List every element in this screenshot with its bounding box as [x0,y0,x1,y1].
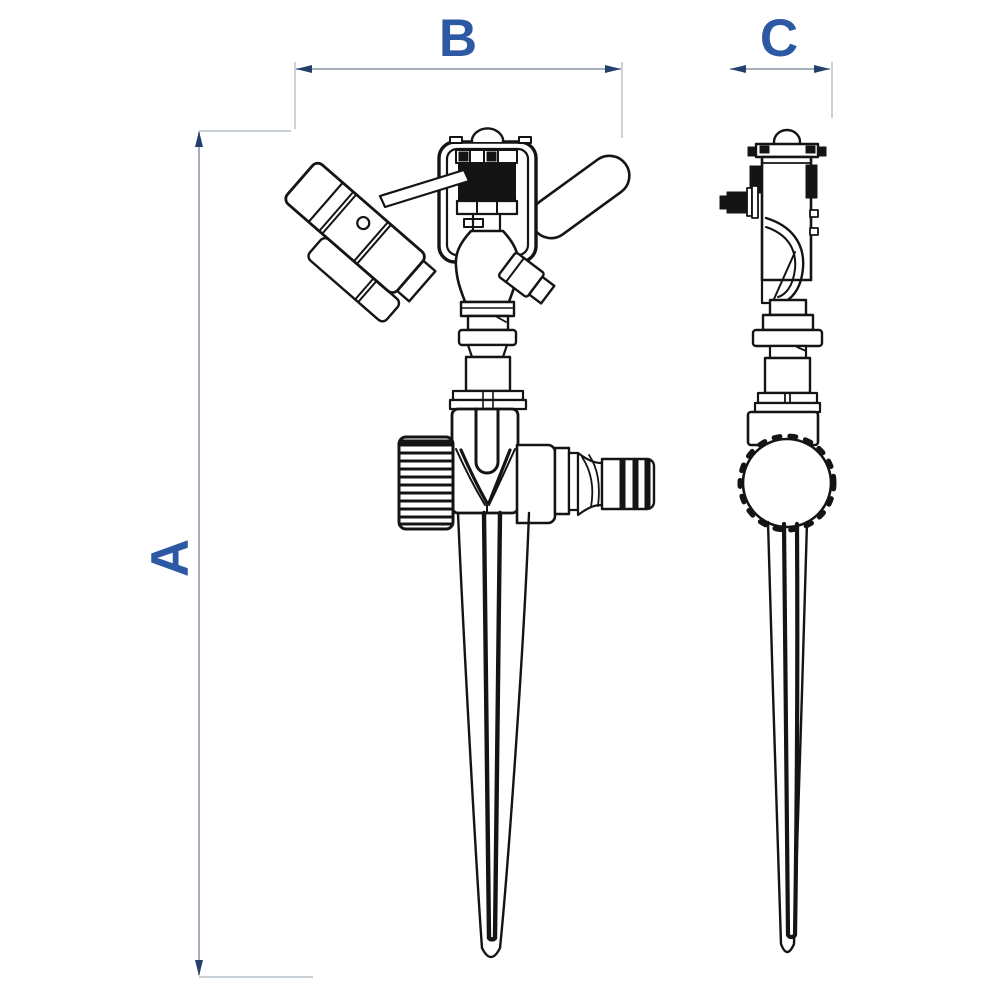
dimension-a-label: A [141,539,200,577]
flow-knob [397,435,455,531]
dimension-b: B [294,9,623,138]
dimension-c-label: C [760,9,798,68]
ground-spike-front [456,510,531,959]
impact-arm [284,161,437,323]
trip-spring-assembly [455,149,519,233]
nozzle [497,252,556,305]
valve-body [450,407,520,515]
side-stem-stack [746,298,824,447]
dimension-b-arrow-left [296,65,312,73]
paddle-hole [356,215,371,231]
dimension-c: C [730,9,833,118]
deflector-bar [378,168,471,209]
front-view [284,127,656,959]
dimension-c-arrow-left [730,65,746,73]
counterweight-arm [529,154,631,240]
side-view [719,128,837,954]
dimension-c-arrow-right [814,65,830,73]
side-upper-body [719,155,819,305]
dimension-b-label: B [439,9,477,68]
side-knob-wheel [737,433,837,533]
side-top-cap [747,128,827,159]
dimension-b-arrow-right [605,65,621,73]
side-nozzle [726,191,748,214]
stem-stack [448,300,528,411]
ground-spike-side [766,520,809,954]
dimension-a-arrow-top [195,131,203,147]
frame-ear-left [449,136,463,144]
dimension-a-arrow-bottom [195,960,203,976]
top-cap [470,127,505,144]
frame-ear-right [518,136,532,144]
water-channel [474,407,500,475]
hose-connector [515,443,656,525]
dimension-a: A [141,130,313,978]
